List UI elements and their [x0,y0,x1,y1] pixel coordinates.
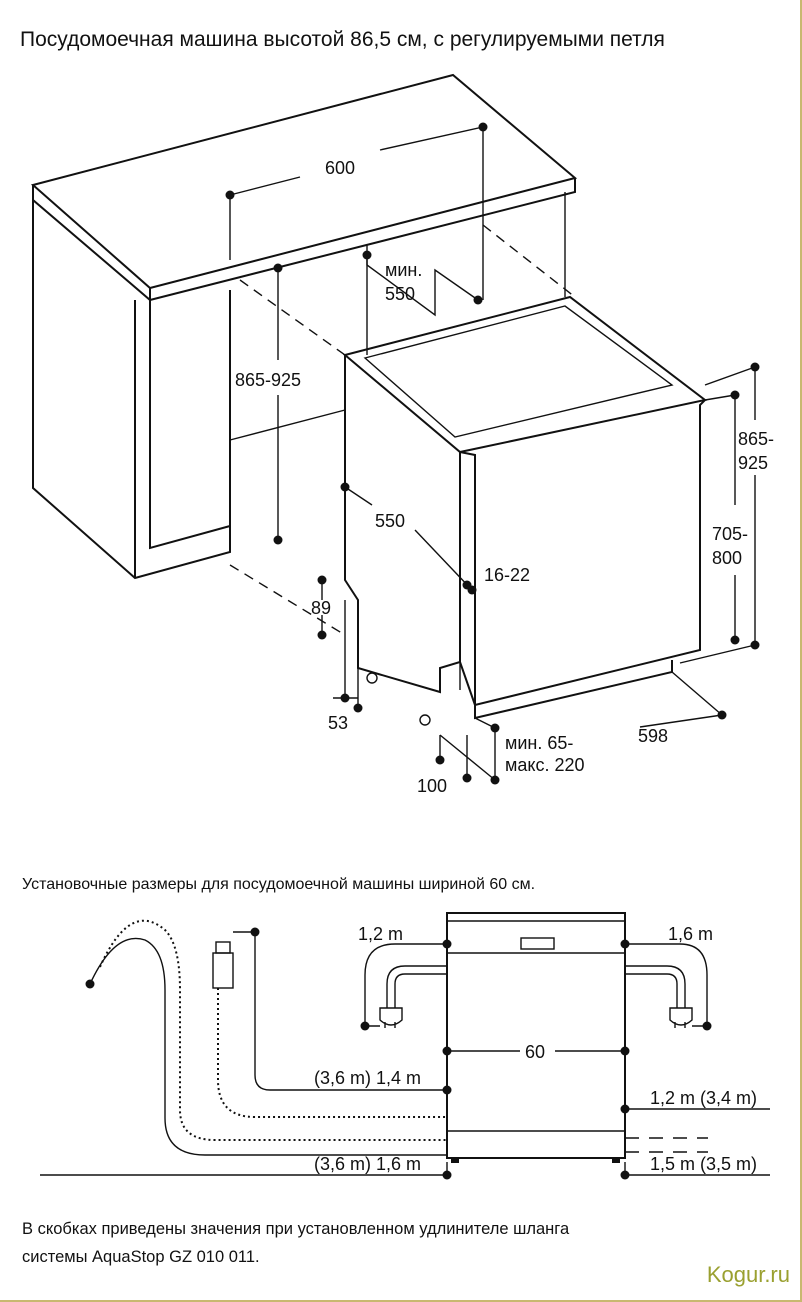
dimension-lines [229,126,756,781]
dim-100: 100 [417,776,447,796]
left-cabinet [32,192,566,580]
dishwasher-front [446,912,626,1163]
inlet-length: (3,6 m) 1,4 m [314,1068,421,1088]
hoses [40,919,447,1176]
dim-gap-16-22: 16-22 [484,565,530,585]
dim-89: 89 [311,598,331,618]
dim-53: 53 [328,713,348,733]
footnote-line-1: В скобках приведены значения при установ… [22,1220,570,1238]
dim-right-865: 865- [738,429,774,449]
guide-lines [229,224,576,636]
dim-min-65: мин. 65- [505,733,573,753]
page-title: Посудомоечная машина высотой 86,5 см, с … [20,28,665,51]
side-lines [446,1050,770,1176]
dim-depth-550: 550 [375,511,405,531]
right-top-length: 1,2 m (3,4 m) [650,1088,757,1108]
dim-right-925: 925 [738,453,768,473]
power-cables [362,943,708,1028]
dim-width-598: 598 [638,726,668,746]
dim-max-220: макс. 220 [505,755,585,775]
watermark: Kogur.ru [706,1262,790,1287]
dim-right-800: 800 [712,548,742,568]
footnote: В скобках приведены значения при установ… [22,1215,569,1271]
dim-min-550: 550 [385,284,415,304]
width-60: 60 [525,1042,545,1062]
dim-height-865-925: 865-925 [235,370,301,390]
right-bottom-length: 1,5 m (3,5 m) [650,1154,757,1174]
dim-width-600: 600 [325,158,355,178]
dim-right-705: 705- [712,524,748,544]
footnote-line-2: системы AquaStop GZ 010 011. [22,1248,260,1266]
dishwasher-3d [342,295,708,726]
connection-dots [85,927,712,1180]
dimension-dots [225,122,760,785]
connections-caption: Установочные размеры для посудомоечной м… [22,876,536,893]
dim-min-label: мин. [385,260,422,280]
drain-length: (3,6 m) 1,6 m [314,1154,421,1174]
power-right-length: 1,6 m [668,924,713,944]
countertop [30,73,578,302]
power-left-length: 1,2 m [358,924,403,944]
